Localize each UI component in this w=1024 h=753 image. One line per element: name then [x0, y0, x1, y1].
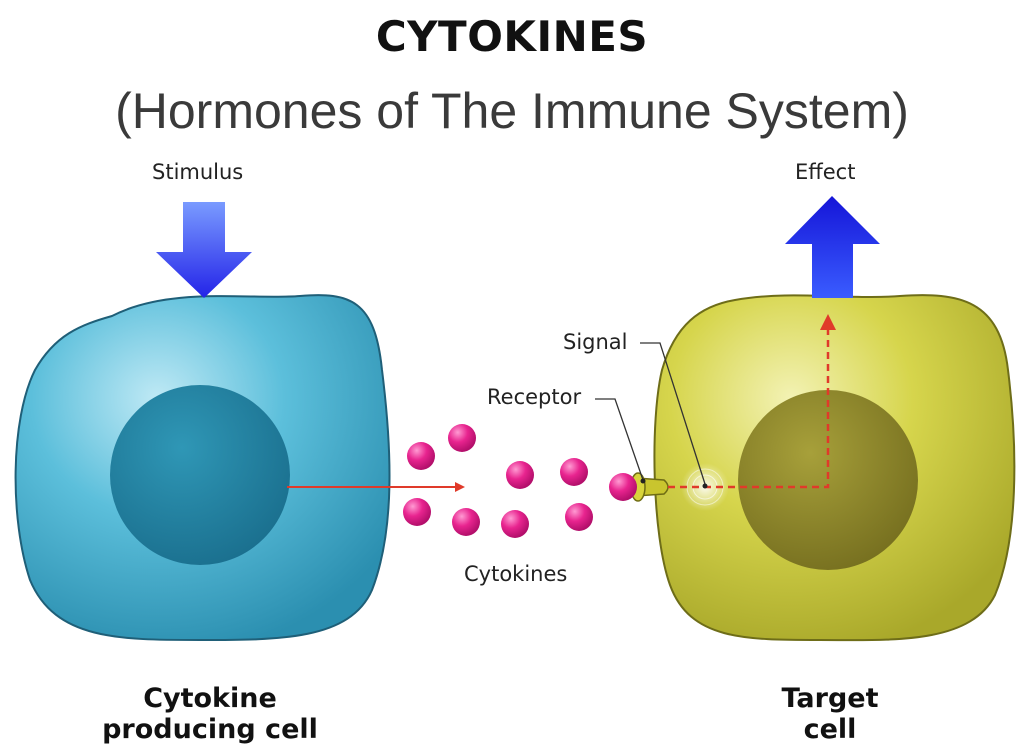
producing-cell-label: Cytokine producing cell: [95, 683, 325, 745]
effect-arrow-icon: [785, 196, 880, 298]
target-cell: [653, 294, 1016, 642]
cytokines-label: Cytokines: [464, 562, 568, 586]
cytokine-particle: [403, 498, 431, 526]
cytokine-particle: [448, 424, 476, 452]
diagram-title: CYTOKINES: [375, 12, 649, 61]
signal-pathway-arrow-icon: [668, 314, 836, 489]
signal-leader-line: [640, 342, 706, 485]
diagram-subtitle: (Hormones of The Immune System): [115, 83, 909, 139]
cytokine-particle: [407, 442, 435, 470]
cytokine-particle: [501, 510, 529, 538]
bound-cytokine: [609, 473, 637, 501]
target-cell-label: Target cell: [760, 683, 900, 745]
cytokine-producing-cell: [14, 294, 391, 641]
cytokine-particle: [506, 461, 534, 489]
target-cell-label-line1: Target: [781, 683, 879, 714]
cytokine-particle: [452, 508, 480, 536]
producing-cell-label-line2: producing cell: [102, 714, 318, 745]
stimulus-arrow-icon: [156, 202, 252, 298]
leader-lines: [595, 342, 706, 485]
producing-cell-label-line1: Cytokine: [143, 683, 277, 714]
receptor-leader-line: [595, 398, 644, 481]
signal-label: Signal: [563, 330, 628, 354]
stimulus-label: Stimulus: [152, 160, 244, 184]
target-cell-label-line2: cell: [803, 714, 857, 745]
target-cell-nucleus: [738, 390, 918, 570]
cytokine-particle: [565, 503, 593, 531]
effect-label: Effect: [795, 160, 856, 184]
receptor-label: Receptor: [487, 385, 582, 409]
producing-cell-nucleus: [110, 385, 290, 565]
cytokine-particles: [403, 424, 593, 538]
cytokine-particle: [560, 458, 588, 486]
